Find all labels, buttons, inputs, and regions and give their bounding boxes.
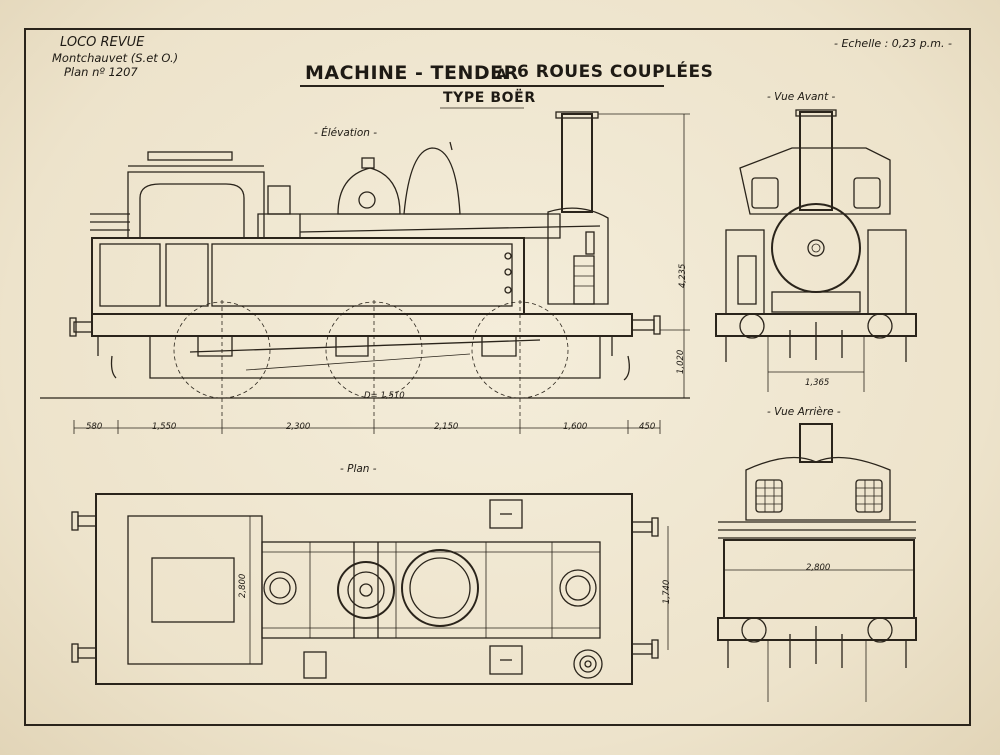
plan-number: Plan nº 1207 bbox=[64, 65, 138, 79]
dim-wheelbase-1: 1,550 bbox=[152, 422, 177, 432]
dim-overhang-rear: 450 bbox=[639, 422, 656, 432]
steam-dome bbox=[403, 147, 461, 215]
plan-hatch-top bbox=[489, 499, 523, 529]
bunker-panel bbox=[99, 243, 161, 307]
rear-view bbox=[717, 423, 917, 702]
side-tank bbox=[91, 237, 525, 315]
dim-overhang-front: 580 bbox=[86, 422, 103, 432]
plan-cab bbox=[127, 515, 263, 665]
elevation-dimensions bbox=[73, 113, 690, 434]
rear-chimney bbox=[799, 423, 833, 463]
plan-chimney bbox=[559, 569, 597, 607]
dim-wheelbase-3: 2,150 bbox=[434, 422, 459, 432]
elevation-view bbox=[40, 111, 690, 420]
dim-gauge-front: 1,365 bbox=[805, 378, 830, 388]
cab-roof-vent bbox=[147, 151, 233, 161]
front-tank-right bbox=[867, 229, 907, 315]
smokebox-door bbox=[771, 203, 861, 293]
footplate bbox=[91, 313, 633, 337]
drawing-frame bbox=[24, 28, 971, 726]
plan-steam-dome bbox=[401, 549, 479, 627]
rear-buffer-right bbox=[867, 617, 893, 643]
dim-wheelbase-4: 1,600 bbox=[563, 422, 588, 432]
coupling-rod bbox=[189, 339, 541, 353]
dim-wheelbase-2: 2,300 bbox=[286, 422, 311, 432]
scale-label: - Echelle : 0,23 p.m. - bbox=[834, 37, 952, 50]
title-part-2: 6 ROUES COUPLÉES bbox=[517, 62, 714, 82]
smokebox bbox=[547, 207, 609, 305]
cab-window-opening bbox=[139, 183, 245, 238]
plan-boiler bbox=[261, 541, 601, 639]
plan-sandbox bbox=[263, 571, 297, 605]
plan-buffer-fl bbox=[631, 521, 653, 533]
cab-door bbox=[165, 243, 209, 307]
air-pump bbox=[573, 255, 595, 305]
front-view bbox=[715, 109, 917, 392]
rear-cab bbox=[745, 456, 891, 521]
whistle bbox=[358, 191, 376, 209]
plan-cab-roof-vent bbox=[151, 557, 235, 623]
main-frame bbox=[149, 336, 601, 379]
title-part-1: MACHINE - TENDER bbox=[305, 62, 519, 84]
plan-buffer-fr bbox=[631, 643, 653, 655]
publisher-location: Montchauvet (S.et O.) bbox=[52, 51, 179, 65]
front-tank-left bbox=[725, 229, 765, 315]
plan-buffer-rr bbox=[77, 647, 97, 659]
front-window-left bbox=[751, 177, 779, 209]
magazine-name: LOCO REVUE bbox=[60, 35, 145, 50]
rear-coupling bbox=[789, 626, 843, 668]
plan-buffer-rl bbox=[77, 515, 97, 527]
plan-lamp bbox=[573, 649, 603, 679]
type-subtitle: TYPE BOËR bbox=[443, 90, 536, 106]
plan-hatch-bottom bbox=[489, 645, 523, 675]
rear-view-label: - Vue Arrière - bbox=[767, 406, 841, 418]
rear-buffer-beam bbox=[717, 617, 917, 641]
front-buffer-left bbox=[739, 313, 765, 339]
handrail bbox=[299, 225, 601, 233]
dim-wheel-diameter: D= 1,510 bbox=[364, 391, 405, 401]
boiler-top bbox=[300, 213, 561, 239]
front-coupling bbox=[789, 322, 843, 360]
title-connector: A bbox=[496, 67, 507, 83]
plan-outline bbox=[95, 493, 633, 685]
front-cab-profile bbox=[739, 147, 891, 215]
elevation-label: - Élévation - bbox=[314, 127, 378, 139]
rear-bunker bbox=[723, 539, 915, 619]
tank-panel bbox=[211, 243, 513, 307]
plan-view-label: - Plan - bbox=[340, 463, 377, 475]
dim-rear-width: 2,800 bbox=[806, 563, 831, 573]
front-window-right bbox=[853, 177, 881, 209]
rear-buffer bbox=[73, 321, 93, 333]
front-view-label: - Vue Avant - bbox=[767, 91, 836, 103]
sand-box bbox=[267, 185, 291, 215]
front-buffer bbox=[631, 319, 655, 331]
plan-safety-valve bbox=[337, 561, 395, 619]
front-chimney bbox=[799, 111, 833, 211]
front-buffer-right bbox=[867, 313, 893, 339]
plan-view bbox=[71, 493, 669, 685]
chimney bbox=[561, 113, 593, 213]
rear-buffer-left bbox=[741, 617, 767, 643]
